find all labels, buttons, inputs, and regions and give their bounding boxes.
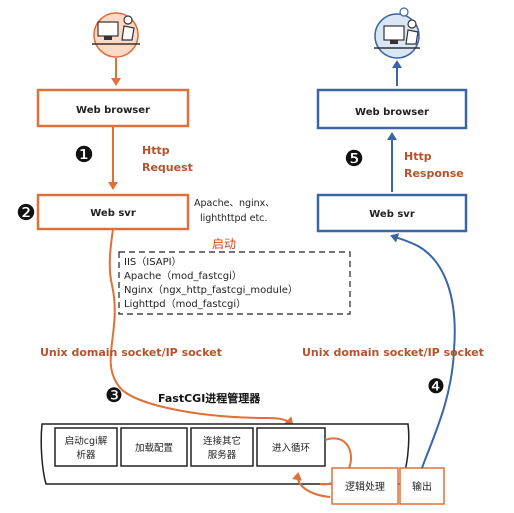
http-label-right: Http [404,150,432,163]
cell-enter-loop [256,427,326,467]
socket-label-left: Unix domain socket/IP socket [40,346,222,359]
user-computer-icon-right [374,7,420,59]
startup-line-apache: Apache（mod_fastcgi） [124,270,242,282]
startup-line-lighttpd: Lighttpd（mod_fastcgi） [124,298,246,310]
cell-connect-servers-line2: 服务器 [208,449,237,461]
fastcgi-manager-title: FastCGI进程管理器 [158,391,261,405]
socket-label-right: Unix domain socket/IP socket [302,346,484,359]
cell-connect-servers-line1: 连接其它 [203,435,241,447]
logic-processing-box [331,467,399,505]
http-label-left: Http [142,144,170,157]
web-server-label-left: Web svr [90,208,136,219]
startup-label: 启动 [212,237,236,251]
response-label: Response [404,167,464,180]
cell-enter-loop-label: 进入循环 [272,442,310,454]
web-browser-label-right: Web browser [355,107,429,118]
cell-load-config [120,427,188,467]
user-computer-icon-left [92,12,140,58]
cell-start-cgi [54,427,118,467]
cell-connect-servers [190,427,254,467]
output-label: 输出 [412,480,432,493]
startup-modules-box [118,251,351,315]
startup-line-nginx: Nginx（ngx_http_fastcgi_module） [124,284,298,296]
step-4-marker: ❹ [427,374,445,398]
web-browser-box-left [36,88,190,128]
step-3-marker: ❸ [105,383,123,407]
cell-load-config-label: 加载配置 [135,442,173,454]
logic-processing-label: 逻辑处理 [345,480,385,493]
web-browser-box-right [316,88,468,130]
web-server-label-right: Web svr [369,209,415,220]
cell-start-cgi-line1: 启动cgi解 [65,435,108,447]
web-server-box-right [316,193,468,233]
step-2-marker: ❷ [16,201,36,226]
server-examples-line2: lighthttpd etc. [200,213,267,224]
cell-start-cgi-line2: 析器 [76,449,96,461]
startup-line-iis: IIS（ISAPI） [124,256,182,268]
server-examples-line1: Apache、nginx、 [194,198,275,209]
step-1-marker: ❶ [74,143,94,168]
web-browser-label-left: Web browser [76,105,150,116]
step-5-marker: ❺ [344,147,364,172]
request-label: Request [142,161,193,174]
